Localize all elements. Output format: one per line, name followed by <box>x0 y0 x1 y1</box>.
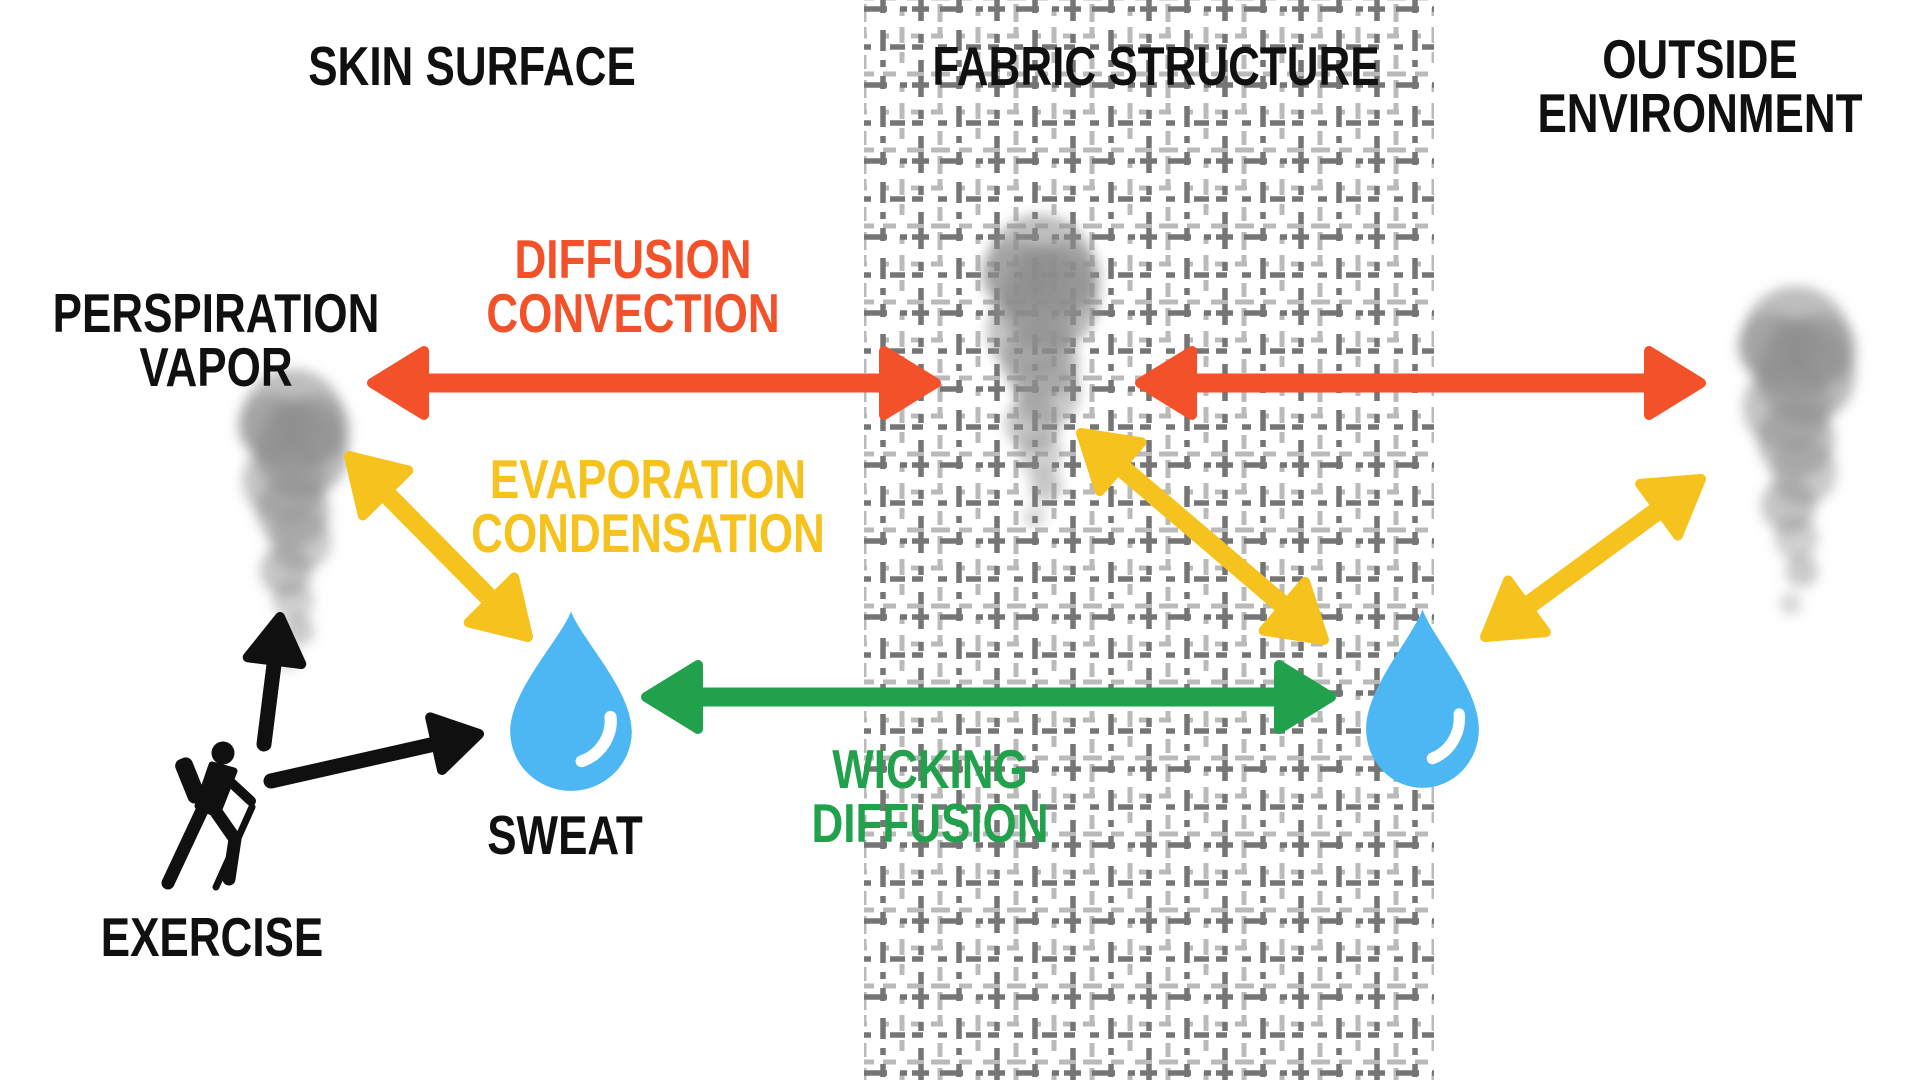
droplets-layer <box>510 609 1479 791</box>
vapor-plume-fabric <box>981 214 1102 528</box>
vapor-plume-outside <box>1737 286 1858 615</box>
evaporation-arrow-outside <box>1480 474 1706 642</box>
exercise-to-sweat-arrow <box>263 712 484 789</box>
hiker-icon <box>161 741 256 891</box>
sweat-droplet-fabric <box>1366 609 1479 788</box>
arrows-layer <box>242 346 1706 789</box>
vapor-plume-skin <box>237 369 351 671</box>
fabric-band <box>864 0 1434 1080</box>
exercise-to-vapor-arrow <box>242 612 307 752</box>
diffusion-arrow-skin-to-fabric <box>367 346 941 420</box>
wicking-arrow <box>641 660 1336 734</box>
evaporation-arrow-skin <box>344 451 533 642</box>
diffusion-arrow-fabric-to-outside <box>1135 346 1706 420</box>
sweat-droplet-skin <box>510 611 632 791</box>
evaporation-arrow-fabric <box>1076 428 1329 645</box>
